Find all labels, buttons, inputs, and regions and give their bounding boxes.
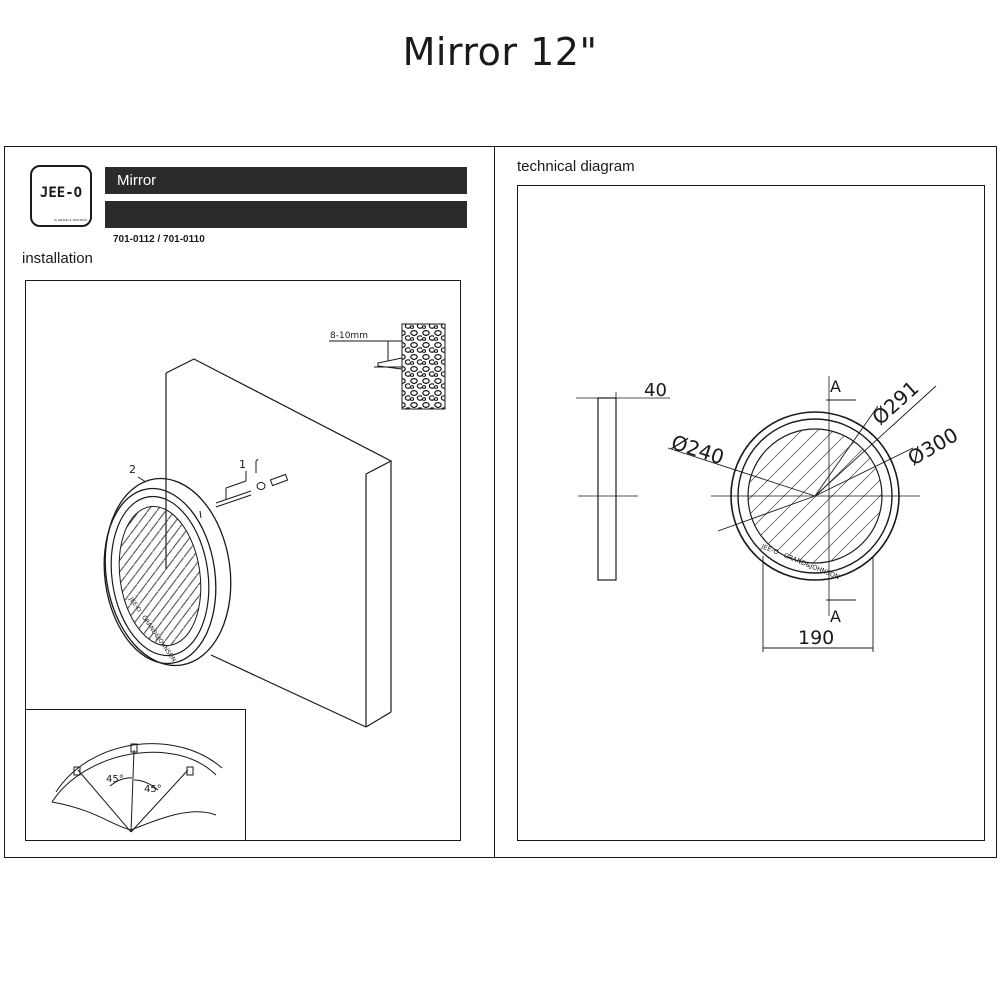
brand-logo: JEE-O by GRAND & JOHNSON (30, 165, 92, 227)
drill-spec-label: 8-10mm (330, 331, 368, 341)
model-numbers: 701-0112 / 701-0110 (113, 234, 205, 245)
drawing-sheet (4, 146, 997, 858)
callout-2: 2 (129, 463, 136, 476)
mirror-perspective (103, 477, 232, 667)
diameter-300-label: Ø300 (904, 423, 963, 471)
depth-dimension: 40 (644, 380, 667, 401)
product-name: Mirror (117, 172, 157, 189)
screw-and-plug (215, 458, 289, 508)
technical-drawing: 40 A A Ø291 Ø300 Ø240 190 JEE-O · GRAND&… (576, 376, 963, 652)
product-name-bar: Mirror (105, 167, 467, 194)
technical-panel: 40 A A Ø291 Ø300 Ø240 190 JEE-O · GRAND&… (517, 185, 985, 841)
side-view (576, 392, 670, 581)
sheet-divider (494, 146, 495, 857)
technical-diagram-label: technical diagram (517, 158, 635, 175)
section-mark-top: A (830, 377, 841, 396)
logo-text: JEE-O (39, 185, 83, 201)
drill-detail (329, 323, 446, 410)
page-title: Mirror 12" (402, 30, 598, 74)
mount-spacing-dimension: 190 (798, 627, 834, 649)
installation-drawing: 8-10mm 1 2 JEE-O · GRAND&JOHNSON (103, 323, 446, 728)
mounting-angle-drawing: 45° 45° (51, 743, 223, 833)
diameter-240-label: Ø240 (668, 430, 727, 469)
front-view (667, 376, 937, 652)
installation-label: installation (22, 250, 93, 267)
diameter-291-label: Ø291 (867, 376, 923, 430)
wall-block (165, 358, 393, 728)
section-mark-bottom: A (830, 607, 841, 626)
subtitle-bar (105, 201, 467, 228)
angle-label-left: 45° (106, 774, 124, 785)
callout-1: 1 (239, 458, 246, 471)
angle-label-right: 45° (144, 784, 162, 795)
logo-subtext: by GRAND & JOHNSON (53, 218, 87, 222)
mounting-angle-detail: 45° 45° (25, 709, 246, 841)
